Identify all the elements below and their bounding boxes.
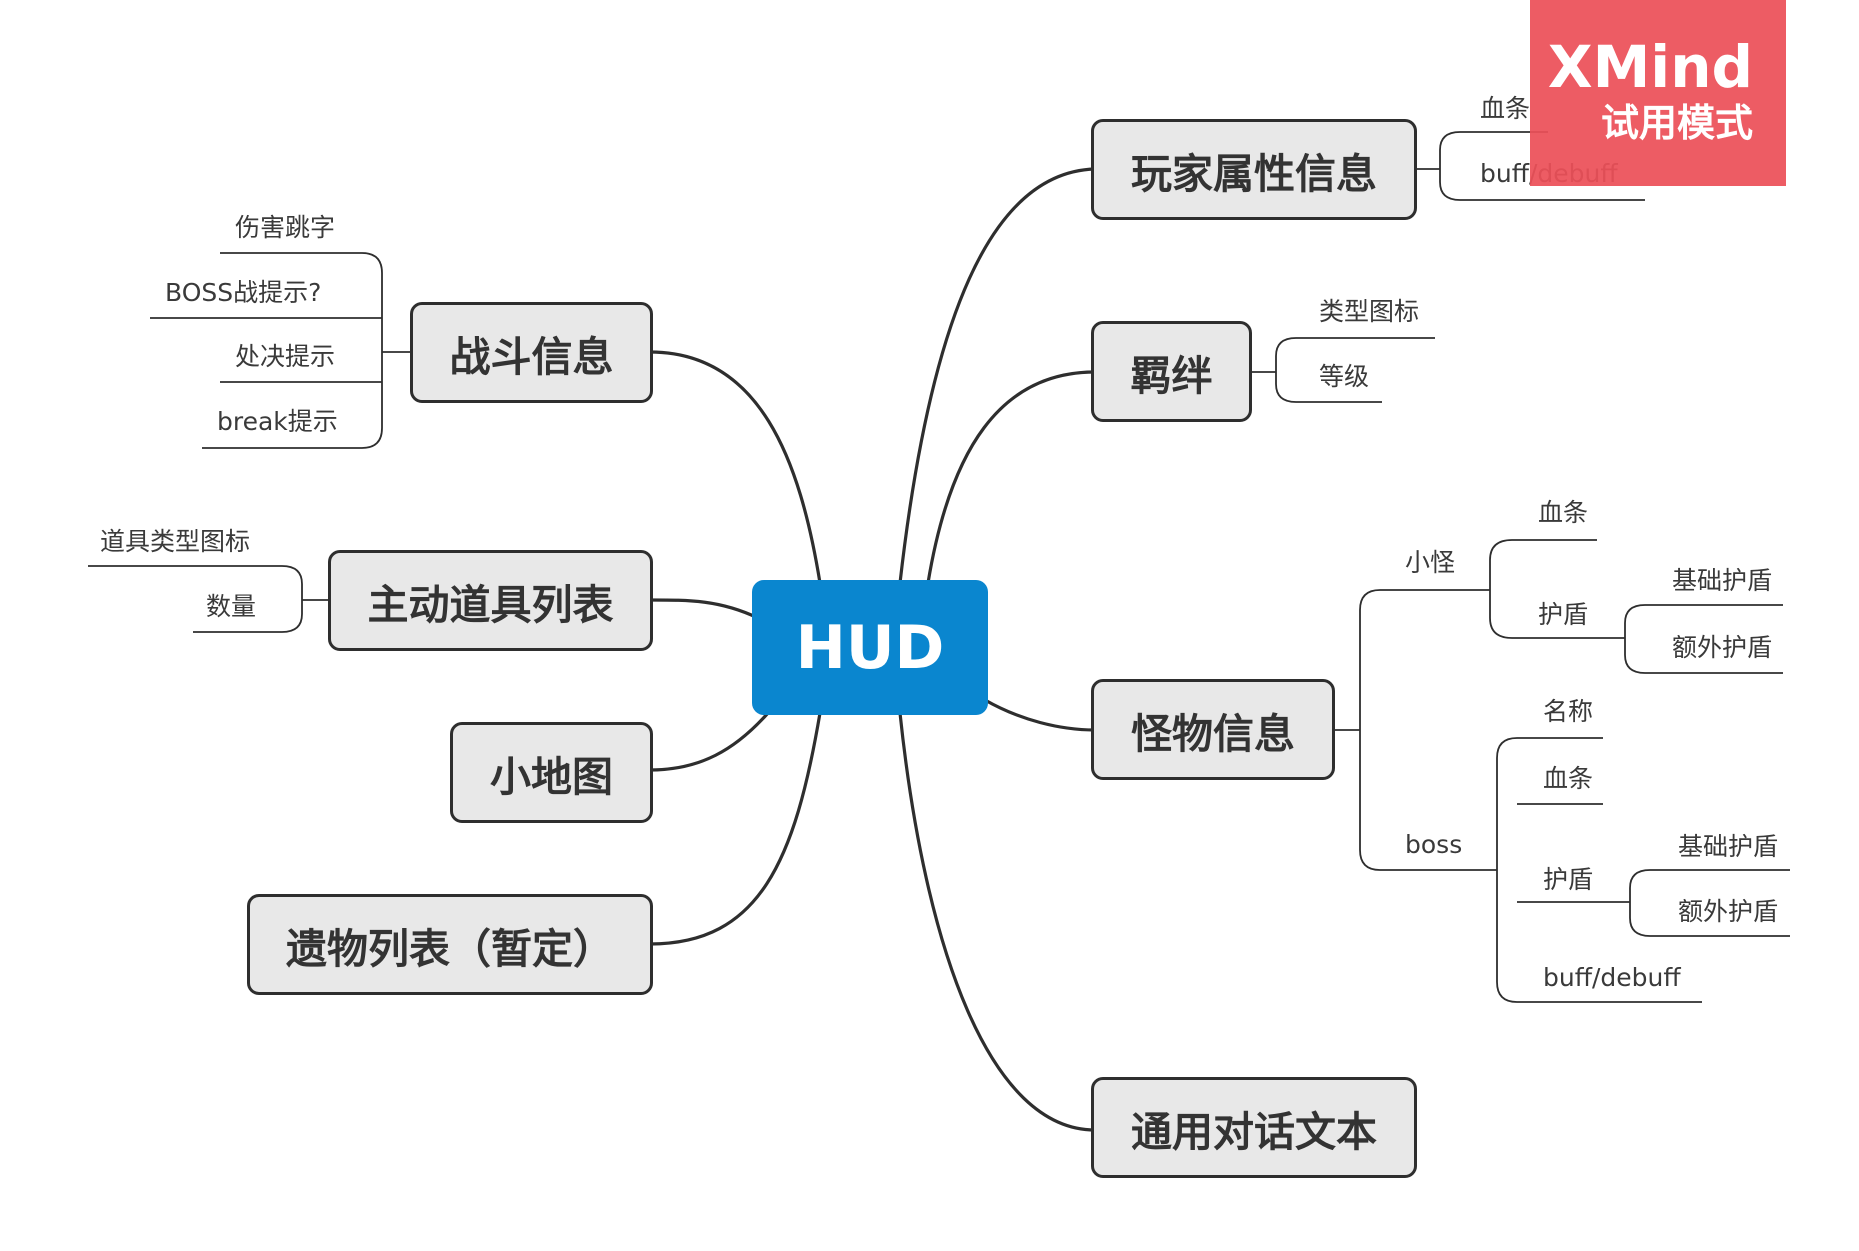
watermark-mode: 试用模式 bbox=[1600, 101, 1753, 145]
topic-relic-list[interactable]: 遗物列表（暂定） bbox=[247, 894, 653, 995]
leaf-boss-name[interactable]: 名称 bbox=[1543, 697, 1594, 726]
topic-monster-info[interactable]: 怪物信息 bbox=[1091, 679, 1335, 780]
watermark-brand: XMind bbox=[1547, 33, 1753, 101]
leaf-minion-base-shield[interactable]: 基础护盾 bbox=[1672, 566, 1773, 595]
leaf-break-hint[interactable]: break提示 bbox=[217, 407, 338, 436]
central-topic[interactable]: HUD bbox=[752, 580, 988, 715]
leaf-item-type-icon[interactable]: 道具类型图标 bbox=[100, 527, 251, 556]
leaf-player-hp[interactable]: 血条 bbox=[1480, 94, 1531, 123]
topic-dialog-text[interactable]: 通用对话文本 bbox=[1091, 1077, 1417, 1178]
leaf-boss[interactable]: boss bbox=[1405, 830, 1463, 859]
leaf-damage-numbers[interactable]: 伤害跳字 bbox=[235, 213, 336, 242]
leaf-boss-hp[interactable]: 血条 bbox=[1543, 764, 1594, 793]
leaf-boss-base-shield[interactable]: 基础护盾 bbox=[1678, 832, 1779, 861]
leaf-boss-shield[interactable]: 护盾 bbox=[1543, 865, 1594, 894]
topic-minimap[interactable]: 小地图 bbox=[450, 722, 653, 823]
leaf-boss-buff[interactable]: buff/debuff bbox=[1543, 963, 1681, 992]
leaf-execute-hint[interactable]: 处决提示 bbox=[235, 342, 336, 371]
leaf-bond-type-icon[interactable]: 类型图标 bbox=[1319, 297, 1420, 326]
leaf-boss-battle-hint[interactable]: BOSS战提示? bbox=[165, 278, 322, 307]
leaf-bond-level[interactable]: 等级 bbox=[1319, 362, 1370, 391]
leaf-boss-extra-shield[interactable]: 额外护盾 bbox=[1678, 897, 1779, 926]
xmind-trial-watermark: XMind 试用模式 bbox=[1530, 0, 1786, 186]
leaf-item-count[interactable]: 数量 bbox=[206, 592, 257, 621]
topic-combat-info[interactable]: 战斗信息 bbox=[410, 302, 653, 403]
leaf-minion[interactable]: 小怪 bbox=[1405, 548, 1456, 577]
topic-item-list[interactable]: 主动道具列表 bbox=[328, 550, 653, 651]
leaf-minion-extra-shield[interactable]: 额外护盾 bbox=[1672, 633, 1773, 662]
leaf-minion-shield[interactable]: 护盾 bbox=[1538, 600, 1589, 629]
leaf-minion-hp[interactable]: 血条 bbox=[1538, 498, 1589, 527]
topic-player-attributes[interactable]: 玩家属性信息 bbox=[1091, 119, 1417, 220]
topic-bond[interactable]: 羁绊 bbox=[1091, 321, 1252, 422]
